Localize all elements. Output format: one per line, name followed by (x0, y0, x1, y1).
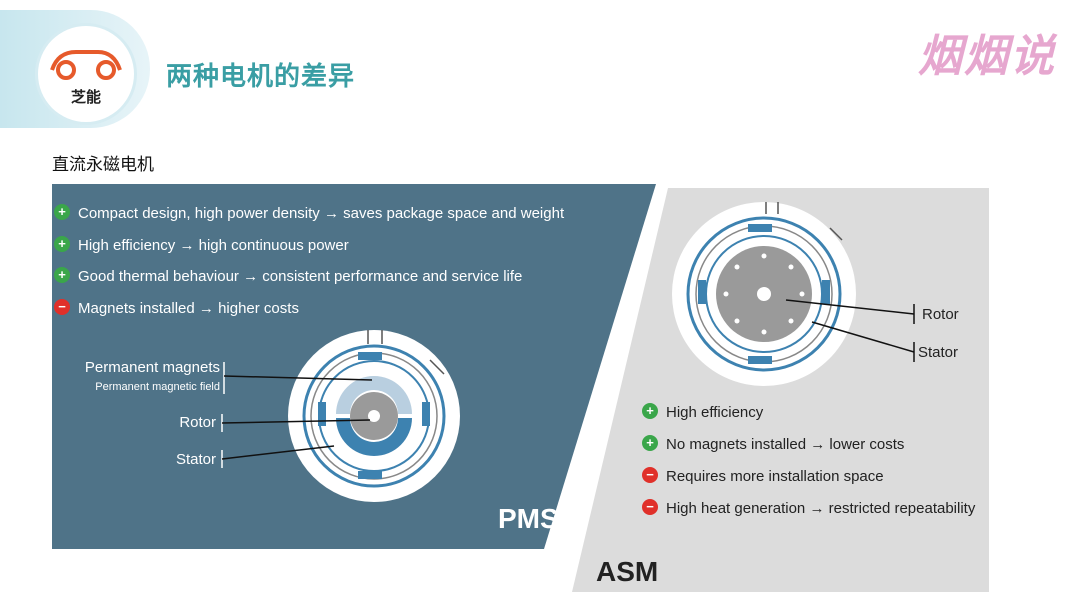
pmsm-point-2: + High efficiency → high continuous powe… (54, 236, 349, 254)
pmsm-rotor-label: Rotor (179, 414, 216, 431)
svg-text:+: + (646, 403, 654, 418)
stator-coil (358, 352, 382, 360)
asm-point-3: − Requires more installation space (642, 467, 884, 485)
brand-mark: 烟烟说 (918, 31, 1056, 82)
svg-text:High heat generation → restric: High heat generation → restricted repeat… (666, 500, 976, 517)
pmsm-motor-diagram: PMSM (288, 330, 582, 534)
stator-coil (698, 280, 706, 304)
logo-band: 芝能 (0, 10, 150, 128)
logo-car-icon (50, 50, 122, 80)
svg-text:−: − (646, 467, 654, 482)
asm-motor-diagram (672, 202, 856, 386)
logo-text: 芝能 (70, 88, 101, 106)
minus-icon (642, 467, 658, 483)
plus-icon (54, 204, 70, 220)
asm-label: ASM (596, 556, 658, 587)
svg-text:Requires more installation spa: Requires more installation space (666, 468, 884, 485)
asm-point-2: + No magnets installed → lower costs (642, 435, 904, 453)
permanent-magnet (336, 376, 412, 414)
permanent-magnet (336, 418, 412, 456)
pmsm-point-1: + Compact design, high power density → s… (54, 204, 565, 222)
plus-icon (54, 236, 70, 252)
asm-point-1: + High efficiency (642, 403, 764, 421)
motor-comparison-figure: + Compact design, high power density → s… (52, 184, 989, 592)
minus-icon (642, 499, 658, 515)
stator-coil (318, 402, 326, 426)
svg-text:+: + (58, 267, 66, 282)
svg-text:Compact design, high power den: Compact design, high power density → sav… (78, 205, 565, 222)
svg-text:−: − (646, 499, 654, 514)
logo: 芝能 (38, 26, 134, 122)
plus-icon (642, 435, 658, 451)
svg-text:Good thermal behaviour → consi: Good thermal behaviour → consistent perf… (78, 268, 522, 285)
pmsm-stator-label: Stator (176, 451, 216, 468)
svg-text:No magnets installed → lower c: No magnets installed → lower costs (666, 436, 904, 453)
permanent-magnets-label: Permanent magnets (85, 359, 220, 376)
plus-icon (642, 403, 658, 419)
svg-text:+: + (646, 435, 654, 450)
minus-icon (54, 299, 70, 315)
asm-point-4: − High heat generation → restricted repe… (642, 499, 976, 517)
stator-coil (358, 471, 382, 479)
svg-text:+: + (58, 204, 66, 219)
stator-coil (422, 402, 430, 426)
svg-text:Magnets installed → higher cos: Magnets installed → higher costs (78, 300, 299, 317)
stator-coil (822, 280, 830, 304)
section-subtitle: 直流永磁电机 (52, 155, 154, 175)
svg-text:High efficiency: High efficiency (666, 404, 764, 421)
page-title: 两种电机的差异 (166, 62, 356, 92)
pmsm-label: PMSM (498, 503, 582, 534)
asm-stator-label: Stator (918, 344, 958, 361)
pmsm-point-4: − Magnets installed → higher costs (54, 299, 299, 317)
svg-text:High efficiency → high continu: High efficiency → high continuous power (78, 237, 349, 254)
stator-coil (748, 224, 772, 232)
asm-rotor-label: Rotor (922, 306, 959, 323)
plus-icon (54, 267, 70, 283)
stator-coil (748, 356, 772, 364)
pmsm-point-3: + Good thermal behaviour → consistent pe… (54, 267, 522, 285)
svg-text:−: − (58, 299, 66, 314)
magnetic-field-label: Permanent magnetic field (95, 381, 220, 393)
svg-text:+: + (58, 236, 66, 251)
